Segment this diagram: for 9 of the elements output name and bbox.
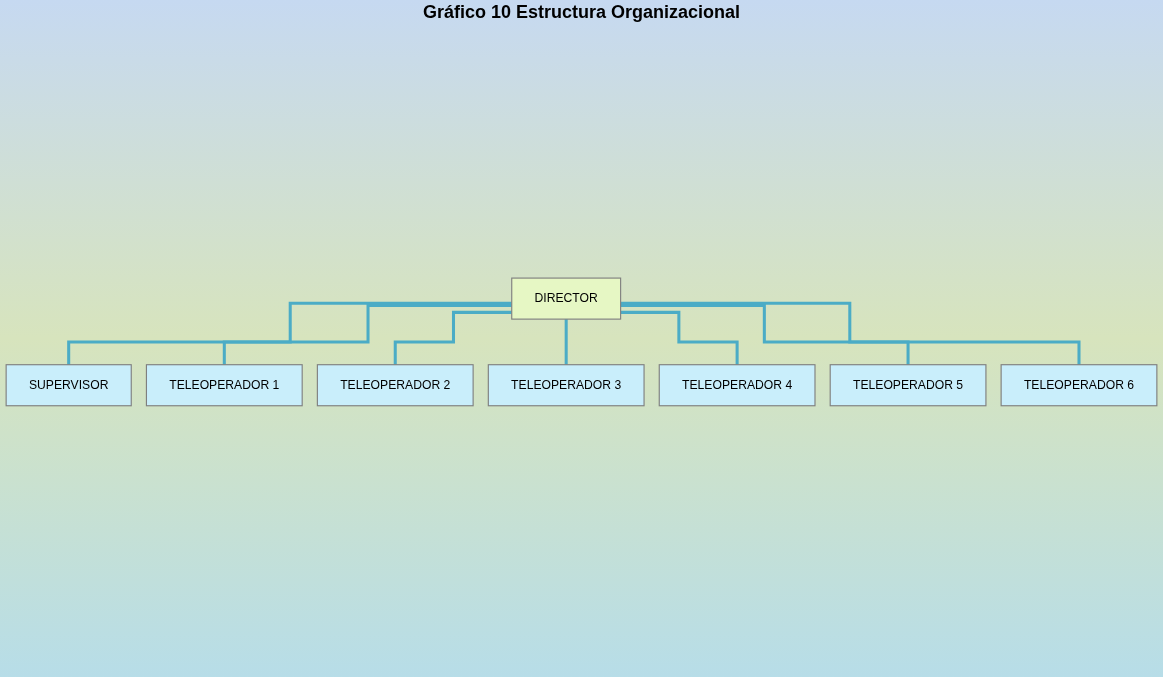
diagram-title: Gráfico 10 Estructura Organizacional xyxy=(421,2,742,23)
node-box: SUPERVISOR xyxy=(5,364,132,407)
node-box: TELEOPERADOR 5 xyxy=(829,364,987,407)
node-box: TELEOPERADOR 6 xyxy=(1000,364,1158,407)
node-box: TELEOPERADOR 1 xyxy=(145,364,303,407)
node-box: TELEOPERADOR 3 xyxy=(487,364,645,407)
node-box: TELEOPERADOR 2 xyxy=(316,364,474,407)
node-box: TELEOPERADOR 4 xyxy=(658,364,816,407)
node-box: DIRECTOR xyxy=(511,277,622,320)
